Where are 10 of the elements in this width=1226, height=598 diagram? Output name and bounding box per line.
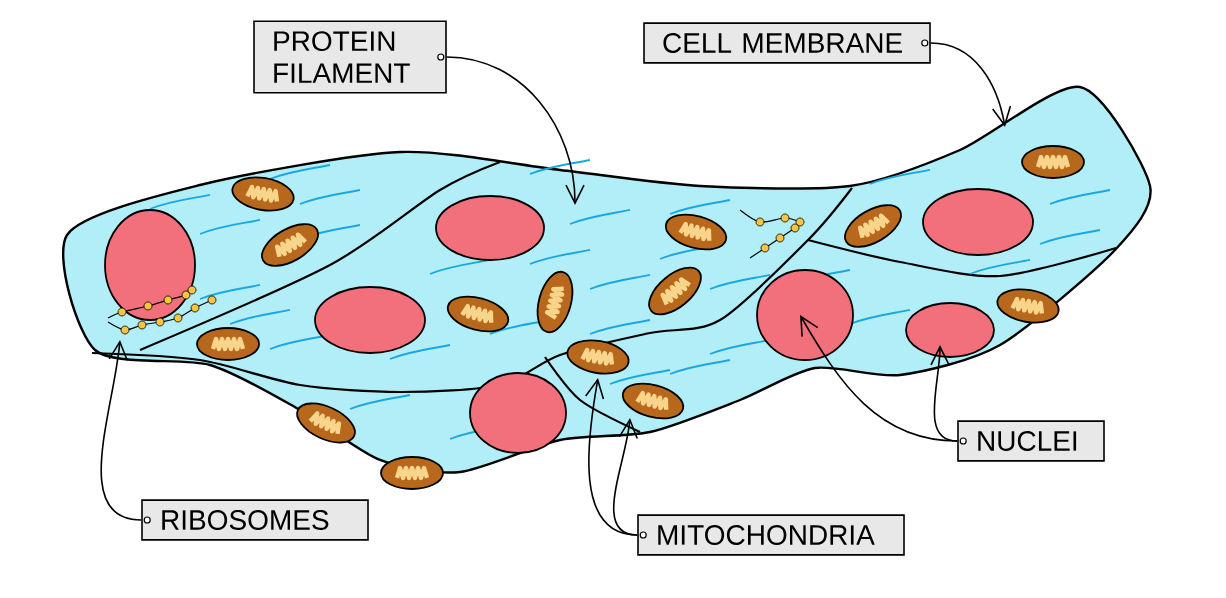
leader-line <box>446 56 585 205</box>
label-tag: MITOCHONDRIA <box>637 514 905 556</box>
label-tag: PROTEIN FILAMENT <box>253 20 447 94</box>
leader-line <box>930 345 958 442</box>
label-tag: CELL MEMBRANE <box>643 22 931 64</box>
label-tag: RIBOSOMES <box>141 499 369 541</box>
leader-line <box>613 418 639 536</box>
leader-line <box>100 340 142 521</box>
label-tag: NUCLEI <box>957 420 1105 462</box>
leader-line <box>930 42 1012 127</box>
